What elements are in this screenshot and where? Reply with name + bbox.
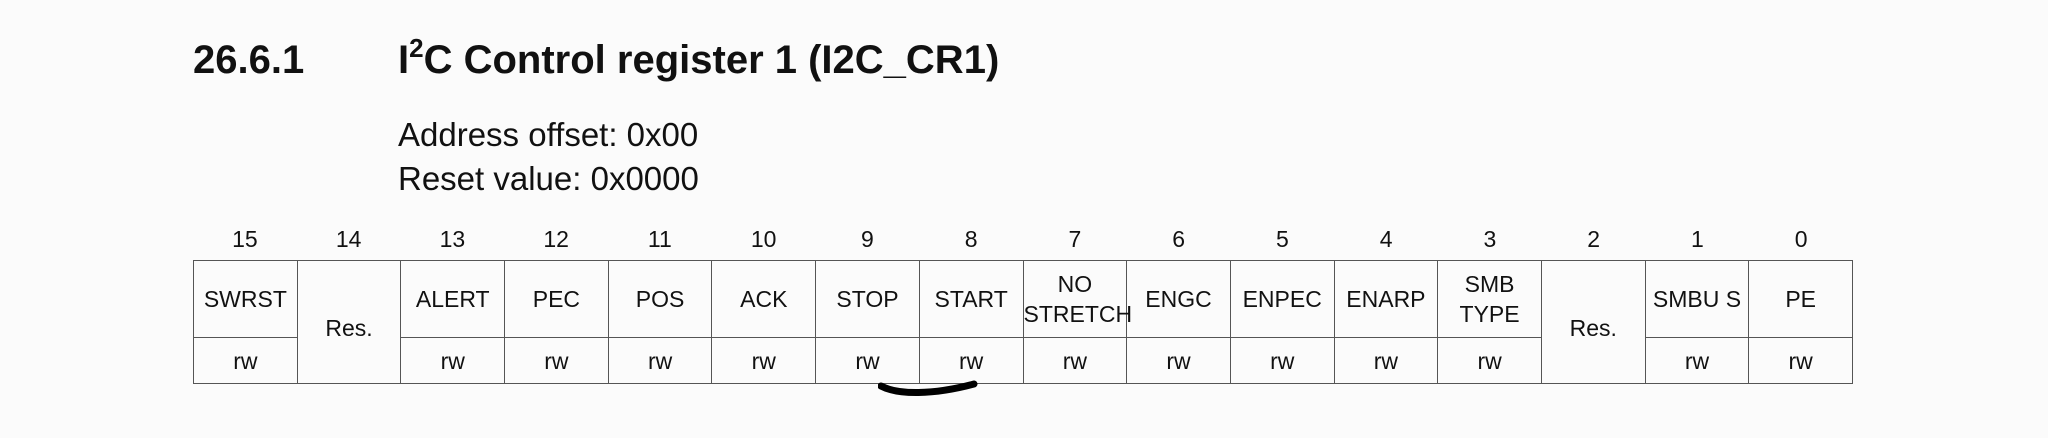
field-reserved: Res. [1540,260,1646,384]
bit-number: 9 [860,226,874,252]
bit-number: 14 [335,226,362,252]
title-prefix: I [398,38,410,82]
bit-number: 8 [964,226,978,252]
bit-number: 2 [1587,226,1601,252]
bit-number: 4 [1379,226,1393,252]
bit-number: 13 [439,226,466,252]
field-smbus: SMBU S [1644,260,1750,338]
bit-number: 6 [1172,226,1186,252]
access-cell: rw [1229,337,1335,384]
access-cell: rw [193,337,298,384]
field-smbtype: SMB TYPE [1437,260,1542,338]
section-title: I2C Control register 1 (I2C_CR1) [398,35,1000,83]
access-row: rw rw rw rw rw rw rw rw rw rw rw rw rw r… [193,337,1853,384]
access-cell: rw [1437,337,1542,384]
access-cell: rw [711,337,817,384]
access-cell: rw [400,337,506,384]
field-start: START [918,260,1024,338]
title-superscript: 2 [409,33,424,63]
bit-number: 12 [543,226,569,252]
access-cell: rw [815,337,920,384]
access-cell: rw [607,337,713,384]
field-alert: ALERT [400,260,506,338]
bit-number-row: 15 14 13 12 11 10 9 8 7 6 5 4 3 2 1 0 [193,218,1853,260]
field-enarp: ENARP [1333,260,1439,338]
access-cell: rw [1748,337,1853,384]
bit-number: 0 [1794,226,1808,252]
bit-number: 10 [750,226,777,252]
field-enpec: ENPEC [1229,260,1335,338]
bit-number: 3 [1483,226,1497,252]
access-cell: rw [1022,337,1128,384]
address-offset: Address offset: 0x00 [398,116,699,153]
field-swrst: SWRST [193,260,298,338]
title-rest: C Control register 1 (I2C_CR1) [423,38,1000,82]
field-pos: POS [607,260,713,338]
bit-number: 1 [1690,226,1704,252]
access-cell: rw [918,337,1024,384]
field-pe: PE [1748,260,1853,338]
access-cell: rw [504,337,609,384]
bit-number: 5 [1275,226,1289,252]
section-number: 26.6.1 [193,38,305,82]
reset-value: Reset value: 0x0000 [398,160,699,197]
register-table: SWRST Res. ALERT PEC POS ACK STOP START … [193,260,1853,384]
bit-number: 11 [647,226,672,252]
field-nostretch: NO STRETCH [1022,260,1132,338]
bit-number: 7 [1068,226,1082,252]
access-cell: rw [1644,337,1750,384]
bit-number: 15 [232,226,258,252]
field-name-row: SWRST Res. ALERT PEC POS ACK STOP START … [193,260,1853,384]
field-reserved: Res. [296,260,402,384]
access-cell: rw [1333,337,1439,384]
access-cell: rw [1126,337,1231,384]
field-ack: ACK [711,260,817,338]
field-stop: STOP [815,260,920,338]
field-pec: PEC [504,260,609,338]
register-diagram: 15 14 13 12 11 10 9 8 7 6 5 4 3 2 1 0 SW… [193,218,1853,384]
underline-annotation [878,380,978,396]
field-engc: ENGC [1126,260,1231,338]
